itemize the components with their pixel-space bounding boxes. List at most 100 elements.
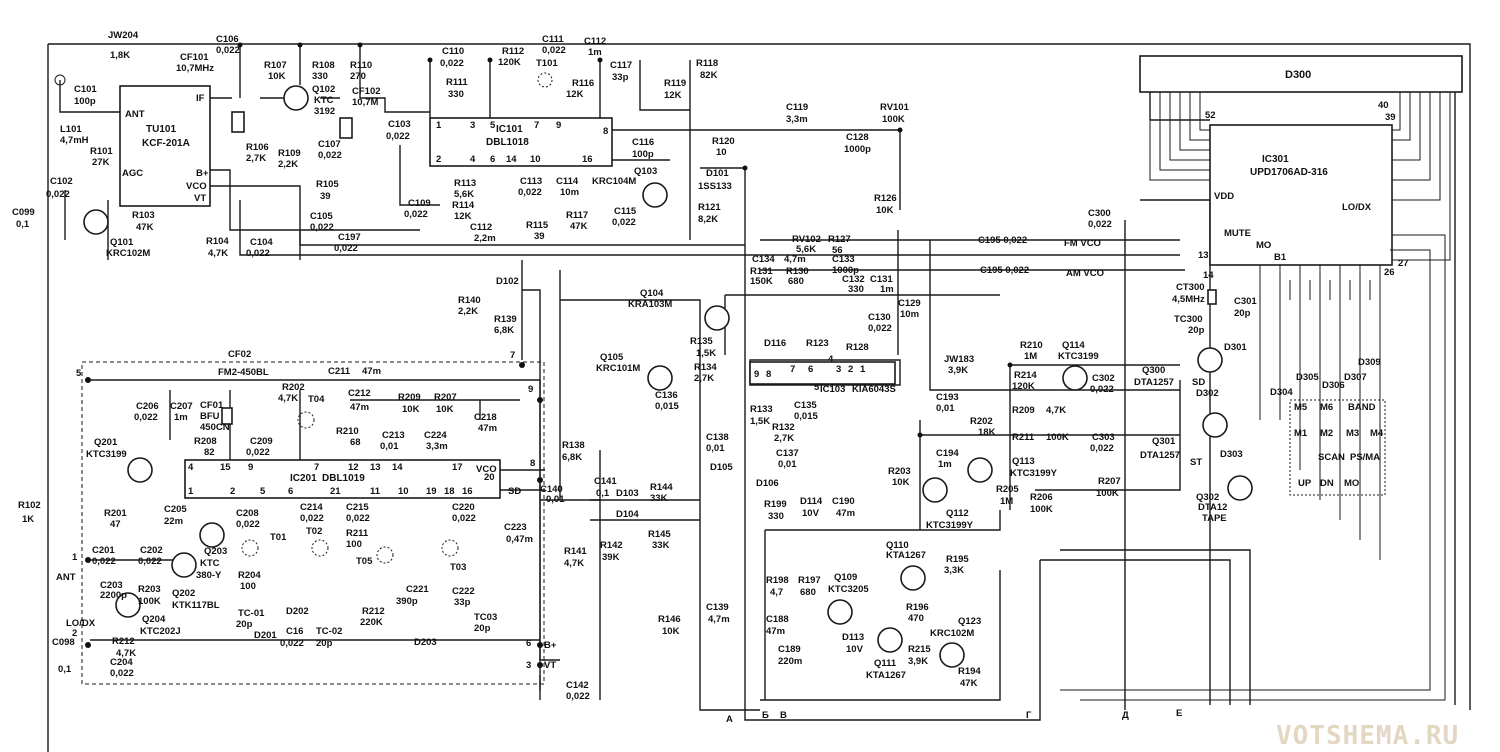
label-c221: C221 <box>406 584 429 595</box>
label-tc03-value: 20p <box>474 623 491 634</box>
label-d113: D113 <box>842 632 864 643</box>
label-c106: C106 <box>216 34 239 45</box>
label-c140: C140 <box>540 484 563 495</box>
label-q105-part: KRC101M <box>596 363 640 374</box>
label-r144-value: 33K <box>650 493 668 504</box>
label-key-up[interactable]: UP <box>1298 478 1312 489</box>
label-q105: Q105 <box>600 352 624 363</box>
label-key-m5[interactable]: M5 <box>1294 402 1308 413</box>
label-c128: C128 <box>846 132 869 143</box>
label-r212-value: 220K <box>360 617 383 628</box>
label-r140-value: 2,2K <box>458 306 478 317</box>
label-key-m6[interactable]: M6 <box>1320 402 1333 413</box>
label-key-dn[interactable]: DN <box>1320 478 1334 489</box>
label-c222: C222 <box>452 586 475 597</box>
label-key-psma[interactable]: PS/MA <box>1350 452 1380 463</box>
label-ic101-pin3: 3 <box>470 120 475 131</box>
label-c221-value: 390p <box>396 596 418 607</box>
label-tc03: TC03 <box>474 612 497 623</box>
label-r211b: R211 <box>1012 432 1035 443</box>
ic101-box <box>429 117 613 167</box>
label-key-m2[interactable]: M2 <box>1320 428 1333 439</box>
label-key-m3[interactable]: M3 <box>1346 428 1359 439</box>
q123-symbol <box>939 642 965 668</box>
q203-symbol <box>199 522 225 548</box>
label-r139-value: 6,8K <box>494 325 514 336</box>
label-ic101-pin8: 8 <box>603 126 608 137</box>
label-key-mo[interactable]: MO <box>1344 478 1359 489</box>
label-r130-value: 680 <box>788 276 804 287</box>
label-ic103-pin1: 1 <box>860 364 866 375</box>
label-r214-value: 120K <box>1012 381 1035 392</box>
label-ic201-pin6: 6 <box>288 486 293 497</box>
q202-symbol <box>171 552 197 578</box>
label-r208-value: 82 <box>204 447 215 458</box>
label-ic301-lodx: LO/DX <box>1342 202 1372 213</box>
label-key-m4[interactable]: M4 <box>1370 428 1384 439</box>
label-r209: R209 <box>398 392 421 403</box>
q300-symbol <box>1197 347 1223 373</box>
label-key-m1[interactable]: M1 <box>1294 428 1308 439</box>
t03-coil <box>441 539 459 557</box>
label-r207b-value: 100K <box>1096 488 1119 499</box>
label-q111-part: KTA1267 <box>866 670 906 681</box>
label-r132: R132 <box>772 422 795 433</box>
label-r114: R114 <box>452 200 475 211</box>
label-r102: R102 <box>18 500 41 511</box>
label-r210b-value: 1M <box>1024 351 1037 362</box>
label-key-scan[interactable]: SCAN <box>1318 452 1345 463</box>
label-c224: C224 <box>424 430 447 441</box>
label-d114-value: 10V <box>802 508 820 519</box>
label-c189-value: 220m <box>778 656 802 667</box>
label-r203: R203 <box>138 584 161 595</box>
label-tc02: TC-02 <box>316 626 342 637</box>
label-r104: R104 <box>206 236 229 247</box>
label-r194-value: 47K <box>960 678 978 689</box>
label-r145: R145 <box>648 529 671 540</box>
label-r210: R210 <box>336 426 359 437</box>
label-ic201-pin15: 15 <box>220 462 231 473</box>
label-r132-value: 2,7K <box>774 433 794 444</box>
label-r102-value: 1K <box>22 514 34 525</box>
label-st: ST <box>1190 457 1202 468</box>
label-cf01-part2: 450CN <box>200 422 230 433</box>
label-tc01: TC-01 <box>238 608 265 619</box>
label-c104: C104 <box>250 237 273 248</box>
label-c129-value: 10m <box>900 309 919 320</box>
label-r126: R126 <box>874 193 897 204</box>
label-c197: C197 <box>338 232 361 243</box>
label-r211b-value: 100K <box>1046 432 1069 443</box>
wiring <box>47 43 1471 752</box>
label-ic201-pin11: 11 <box>370 486 381 497</box>
q201-symbol <box>127 457 153 483</box>
label-bplus2: B+ <box>544 640 557 651</box>
ct300-crystal <box>1207 289 1217 305</box>
label-q109: Q109 <box>834 572 857 583</box>
label-c141-value: 0,1 <box>596 488 610 499</box>
label-c301: C301 <box>1234 296 1257 307</box>
d300-display-box <box>1139 55 1463 93</box>
label-tu101: TU101 <box>146 124 176 135</box>
label-d301: D301 <box>1224 342 1247 353</box>
label-r215: R215 <box>908 644 931 655</box>
label-r123: R123 <box>806 338 829 349</box>
label-c209: C209 <box>250 436 273 447</box>
label-r106: R106 <box>246 142 269 153</box>
label-r194: R194 <box>958 666 981 677</box>
label-c114-value: 10m <box>560 187 579 198</box>
label-c139-value: 4,7m <box>708 614 730 625</box>
label-t01: T01 <box>270 532 287 543</box>
label-ic301-vdd: VDD <box>1214 191 1234 202</box>
label-r119: R119 <box>664 78 686 89</box>
label-c115-value: 0,022 <box>612 217 636 228</box>
label-d309: D309 <box>1358 357 1381 368</box>
label-r111-value: 330 <box>448 89 464 100</box>
label-krc104m: KRC104M <box>592 176 636 187</box>
label-r212b: R212 <box>112 636 135 647</box>
label-tc300-value: 20p <box>1188 325 1205 336</box>
label-r111: R111 <box>446 77 468 88</box>
label-key-band[interactable]: BAND <box>1348 402 1376 413</box>
label-c218: C218 <box>474 412 497 423</box>
label-r105-value: 39 <box>320 191 331 202</box>
label-r118-value: 82K <box>700 70 718 81</box>
